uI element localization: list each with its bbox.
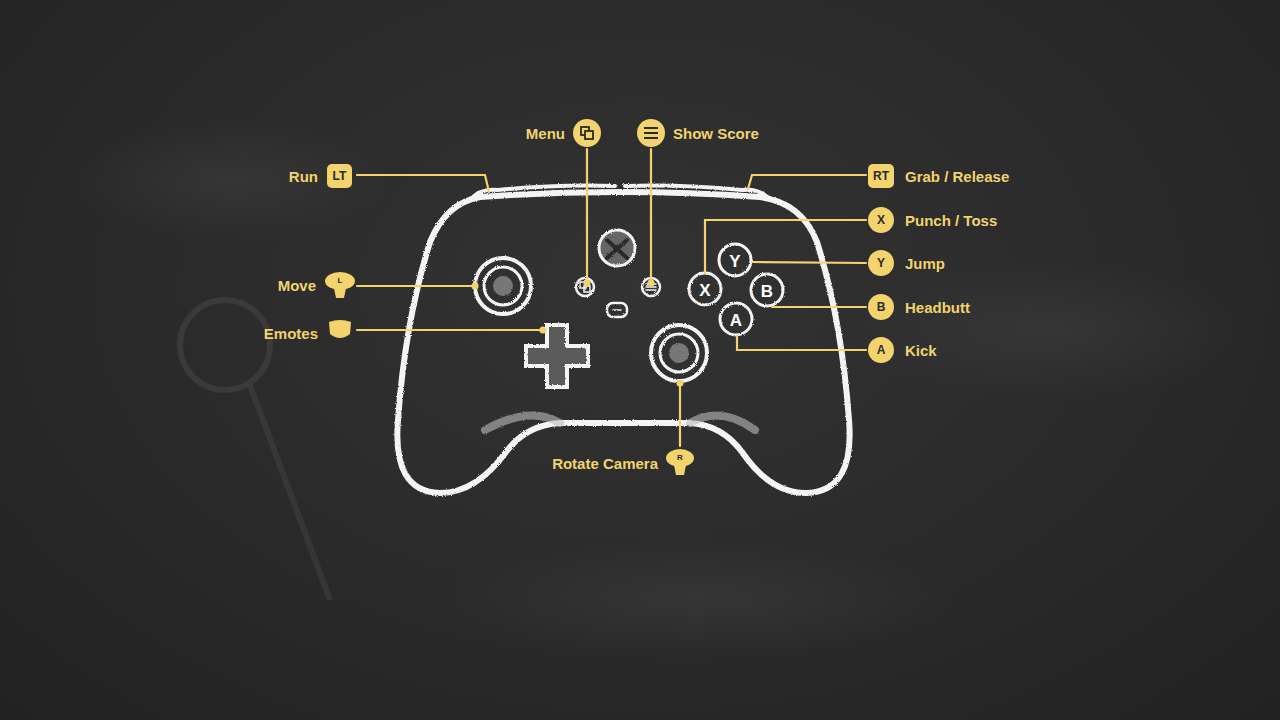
button-glyph: RT xyxy=(873,170,889,182)
face-button-glyph: B xyxy=(761,283,773,300)
button-label: Punch / Toss xyxy=(905,213,997,228)
button-glyph: X xyxy=(877,214,885,226)
chalk-smudge xyxy=(70,120,1250,660)
button-label: Rotate Camera xyxy=(552,456,658,471)
button-label: Show Score xyxy=(673,126,759,141)
button-glyph: Y xyxy=(877,257,885,269)
button-label: Grab / Release xyxy=(905,169,1009,184)
button-label: Headbutt xyxy=(905,300,970,315)
button-glyph: LT xyxy=(333,170,347,182)
button-label: Kick xyxy=(905,343,937,358)
button-label: Jump xyxy=(905,256,945,271)
controller-outline xyxy=(397,186,849,494)
button-label: Emotes xyxy=(264,326,318,341)
face-button-glyph: X xyxy=(699,282,710,299)
button-icon xyxy=(325,119,894,475)
stick-glyph: L xyxy=(338,277,343,285)
button-label: Run xyxy=(289,169,318,184)
button-glyph: A xyxy=(877,344,886,356)
button-label: Menu xyxy=(526,126,565,141)
stick-glyph: R xyxy=(677,454,683,462)
face-button-glyph: A xyxy=(730,312,742,329)
face-button-glyph: Y xyxy=(729,253,740,270)
button-label: Move xyxy=(278,278,316,293)
leader-line xyxy=(357,149,866,446)
button-glyph: B xyxy=(877,301,886,313)
